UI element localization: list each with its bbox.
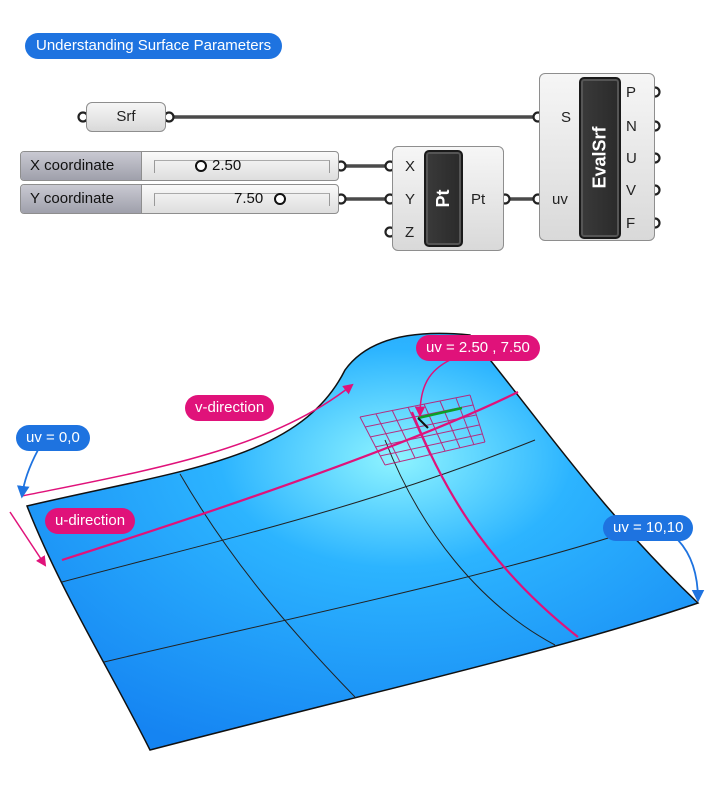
pt-input-y-label: Y [405,191,416,208]
uv-point-label: uv = 2.50 , 7.50 [416,335,540,361]
u-vector [417,417,429,429]
evalsrf-input-s-label: S [561,109,572,126]
x-slider-label: X coordinate [21,152,142,180]
pt-name: Pt [433,189,453,208]
evalsrf-input-uv-label: uv [552,191,568,208]
evalsrf-output-u-label: U [626,150,637,167]
uv-point-arrow [414,359,451,418]
x-slider-track[interactable] [154,160,330,173]
pt-input-x-label: X [405,158,416,175]
surface-illustration [9,332,705,751]
x-slider-value: 2.50 [212,157,242,174]
v-direction-label: v-direction [185,395,275,421]
pt-component[interactable]: X Y Z Pt Pt [392,146,504,251]
x-slider-grip[interactable] [195,160,207,172]
iso-u-curve [61,391,519,562]
u-direction-label: u-direction [45,508,136,534]
srf-param[interactable]: Srf [86,102,166,132]
y-slider-label: Y coordinate [21,185,142,213]
page-title: Understanding Surface Parameters [25,33,283,59]
y-slider-value: 7.50 [234,190,264,207]
pt-output-label: Pt [471,191,486,208]
y-slider-track[interactable] [154,193,330,206]
uv-end-label: uv = 10,10 [603,515,694,541]
uv-origin-label: uv = 0,0 [16,425,90,451]
evalsrf-component[interactable]: S uv EvalSrf P N U V F [539,73,655,241]
evalsrf-name: EvalSrf [589,126,610,189]
surface-isocurves [61,439,641,698]
pt-input-z-label: Z [405,224,415,241]
v-vector [417,406,463,420]
v-direction-arrow [21,383,354,497]
evalsrf-output-v-label: V [626,182,637,199]
iso-v-curve [410,411,579,638]
evalsrf-output-n-label: N [626,118,637,135]
u-direction-arrow [9,511,47,567]
pt-core[interactable]: Pt [424,150,463,247]
end-arrow [677,539,705,603]
origin-arrow [17,449,39,499]
evalsrf-output-f-label: F [626,215,636,232]
x-coordinate-slider[interactable]: X coordinate 2.50 [20,151,339,181]
y-slider-grip[interactable] [274,193,286,205]
evalsrf-core[interactable]: EvalSrf [579,77,621,239]
evalsrf-output-p-label: P [626,84,637,101]
y-coordinate-slider[interactable]: Y coordinate 7.50 [20,184,339,214]
